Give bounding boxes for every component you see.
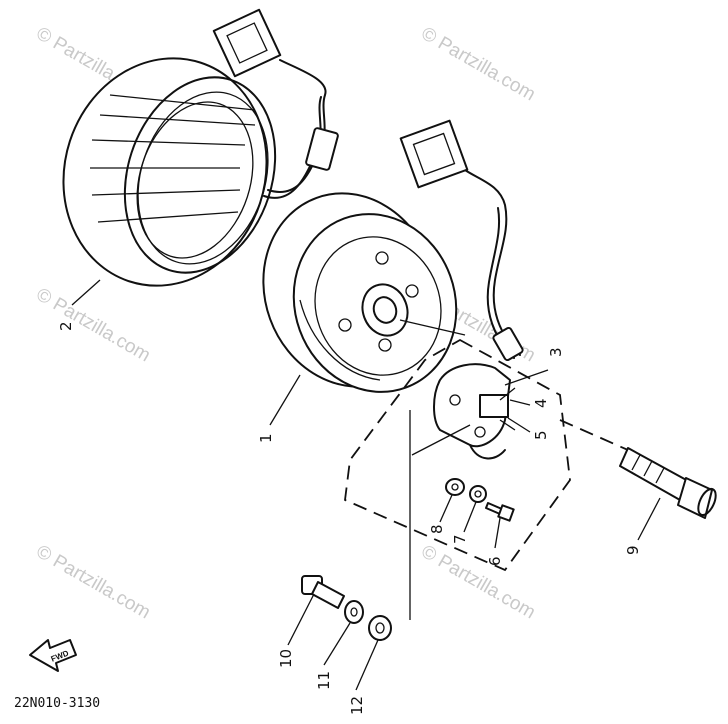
callout-3: 3 — [547, 347, 565, 357]
stator-wire — [267, 59, 327, 193]
pickup-connector — [399, 119, 469, 189]
part-1-rotor — [262, 192, 458, 393]
washer-12 — [368, 615, 392, 641]
stator-rib-2 — [99, 114, 256, 126]
leader-9 — [637, 497, 661, 541]
bolt-9-shank — [619, 447, 691, 501]
part-9-bolt — [619, 447, 717, 519]
leader-3 — [504, 369, 549, 386]
bolt-10-shank — [311, 581, 345, 609]
callout-6: 6 — [486, 556, 504, 566]
pickup-connector-face — [412, 132, 456, 176]
washer-8-hole — [451, 483, 459, 491]
callout-4: 4 — [532, 398, 550, 408]
washer-11 — [344, 600, 364, 624]
washer-7 — [469, 485, 487, 503]
pickup-grommet — [492, 326, 524, 362]
part-10-bolt — [301, 575, 345, 609]
leader-2 — [71, 279, 101, 306]
axis-mount-bolts — [409, 410, 471, 620]
part-2-stator-assembly — [62, 57, 277, 287]
diagram-code: 22N010-3130 — [14, 696, 100, 711]
stator-outer-rim — [62, 57, 268, 287]
stator-rib-1 — [109, 94, 256, 111]
leader-5 — [507, 417, 531, 433]
leader-11 — [323, 622, 351, 666]
leader-4 — [509, 399, 531, 406]
rotor-hub — [361, 283, 409, 337]
callout-8: 8 — [428, 524, 446, 534]
leader-12 — [355, 639, 379, 691]
pickup-coil-body — [433, 363, 511, 448]
leader-lines — [71, 279, 661, 691]
bolt-9-head — [677, 477, 713, 519]
bolt-9-threads — [631, 454, 665, 484]
stator-coil-windings — [136, 101, 254, 259]
callout-12: 12 — [348, 696, 366, 715]
rotor-inner-ring — [314, 236, 442, 376]
bolt-9-head-face — [697, 487, 717, 517]
watermark-6: © Partzilla.com — [418, 541, 539, 623]
rotor-bolt-hole-top — [375, 251, 389, 265]
part-3-pickup-coil — [433, 363, 511, 460]
rotor-edge-line — [299, 299, 381, 381]
stator-connector — [212, 8, 282, 78]
pickup-wire-loop — [469, 444, 506, 460]
stator-connector-face — [226, 22, 268, 64]
leader-1 — [269, 374, 301, 426]
axis-terminal-screws — [499, 387, 516, 431]
axis-bolt-9 — [559, 419, 629, 451]
watermark-3: © Partzilla.com — [33, 284, 154, 366]
part-3-group-outline — [344, 338, 571, 572]
watermark-2: © Partzilla.com — [418, 23, 539, 105]
washer-12-hole — [375, 622, 385, 634]
rotor-bolt-hole-bottom — [378, 338, 392, 352]
stator-rib-5 — [91, 189, 241, 196]
fwd-arrow: FWD — [29, 639, 77, 672]
callouts: 2 1 3 4 5 6 7 8 9 10 11 12 — [57, 321, 642, 715]
leader-6 — [494, 517, 501, 549]
leader-8 — [439, 494, 453, 523]
rotor-bolt-hole-left — [338, 318, 352, 332]
callout-9: 9 — [624, 545, 642, 555]
callout-1: 1 — [257, 433, 275, 443]
screw-6-head — [497, 504, 515, 522]
stator-wire-clamp — [305, 127, 339, 171]
washer-8 — [445, 478, 465, 496]
leader-10 — [287, 593, 315, 646]
pickup-terminal-block — [479, 394, 509, 418]
pickup-wire-harness — [399, 119, 524, 362]
rotor-hub-bore — [372, 296, 398, 324]
pickup-wire — [464, 169, 521, 356]
part-6-screw — [485, 502, 515, 522]
callout-7: 7 — [451, 534, 469, 544]
stator-rib-6 — [97, 211, 239, 223]
fwd-arrow-shape — [29, 639, 77, 672]
watermark-5: © Partzilla.com — [33, 541, 154, 623]
stator-rib-3 — [91, 139, 246, 146]
part-7-lock-washer — [469, 485, 487, 503]
stator-wire-harness — [212, 8, 339, 199]
washer-11-hole — [350, 607, 358, 617]
part-12-washer — [368, 615, 392, 641]
washer-7-hole — [474, 490, 482, 498]
rotor-bolt-hole-right — [405, 284, 419, 298]
part-8-washer — [445, 478, 465, 496]
part-11-spring-washer — [344, 600, 364, 624]
pickup-mount-hole-2 — [474, 426, 486, 438]
callout-10: 10 — [277, 649, 295, 668]
callout-2: 2 — [57, 321, 75, 331]
callout-11: 11 — [315, 671, 333, 690]
leader-7 — [463, 501, 477, 533]
callout-5: 5 — [532, 430, 550, 440]
pickup-mount-hole-1 — [449, 394, 461, 406]
axis-rotor-to-pickup — [399, 319, 466, 336]
